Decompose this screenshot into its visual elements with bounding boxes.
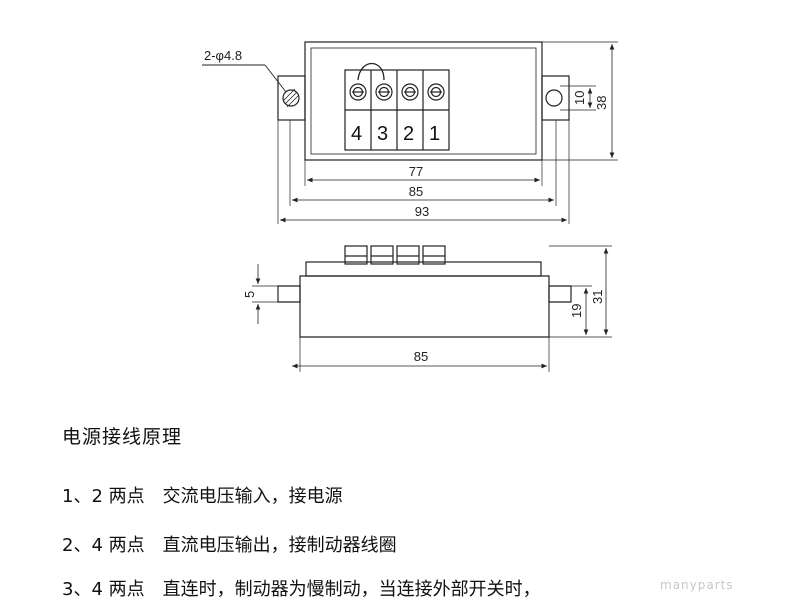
terminal-screws <box>349 83 445 101</box>
mounting-hole-right <box>545 89 563 107</box>
terminal-label-1: 1 <box>429 123 440 145</box>
mounting-hole-left <box>282 89 300 107</box>
terminal-tops <box>344 245 446 265</box>
wiring-line-2-pins: 2、4 两点 <box>62 535 145 556</box>
dim-hole-offset: 10 <box>572 91 587 105</box>
dim-total-width: 93 <box>415 204 429 219</box>
terminal-label-4: 4 <box>351 123 362 145</box>
wiring-line-2-desc: 直流电压输出，接制动器线圈 <box>162 535 397 556</box>
dim-body-width: 85 <box>409 184 423 199</box>
watermark: manyparts <box>660 578 734 592</box>
wiring-line-1: 1、2 两点交流电压输入，接电源 <box>62 482 343 508</box>
dim-total-height: 31 <box>590 290 605 304</box>
terminal-label-3: 3 <box>377 123 388 145</box>
mechanical-drawing: 2-φ4.8 4 3 2 1 77 85 93 10 38 <box>202 41 618 372</box>
dim-flange: 5 <box>242 291 257 298</box>
wiring-line-2: 2、4 两点直流电压输出，接制动器线圈 <box>62 531 397 557</box>
hole-label: 2-φ4.8 <box>204 48 242 63</box>
dim-body-height: 19 <box>569 304 584 318</box>
top-view <box>202 41 618 224</box>
wiring-line-1-pins: 1、2 两点 <box>62 486 145 507</box>
dim-inner-width: 77 <box>409 164 423 179</box>
terminal-label-2: 2 <box>403 123 414 145</box>
wiring-line-3: 3、4 两点直连时，制动器为慢制动，当连接外部开关时， <box>62 575 541 601</box>
wiring-line-3-pins: 3、4 两点 <box>62 579 145 600</box>
wiring-line-3-desc: 直连时，制动器为慢制动，当连接外部开关时， <box>162 579 541 600</box>
dim-height: 38 <box>594 96 609 110</box>
side-view <box>252 245 612 372</box>
wiring-line-1-desc: 交流电压输入，接电源 <box>162 486 343 507</box>
dim-side-width: 85 <box>414 349 428 364</box>
wiring-heading: 电源接线原理 <box>62 426 183 448</box>
